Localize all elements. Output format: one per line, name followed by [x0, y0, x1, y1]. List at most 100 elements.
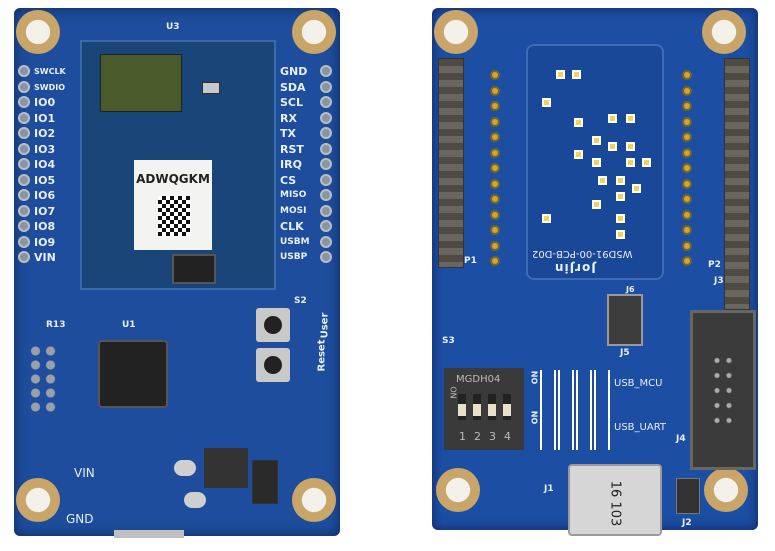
- gold-square-pad: [574, 118, 583, 127]
- gold-square-pad: [608, 142, 617, 151]
- pin-pad: [320, 127, 332, 139]
- pin-header-p2: [724, 58, 750, 310]
- pin-pad: [18, 235, 30, 248]
- gold-square-pad: [592, 136, 601, 145]
- pin-pad: [18, 204, 30, 217]
- pin-pad: [320, 251, 332, 263]
- reset-label: Reset: [316, 339, 328, 372]
- gold-square-pad: [626, 158, 635, 167]
- gold-pad: [490, 178, 500, 189]
- gold-pad: [682, 101, 692, 111]
- dip-slider: [503, 394, 511, 420]
- mounting-hole: [16, 10, 60, 54]
- gold-pad: [490, 209, 500, 220]
- gold-square-pad: [574, 150, 583, 159]
- mounting-hole: [704, 468, 748, 512]
- gold-square-pad: [592, 200, 601, 209]
- pin-pads: [28, 344, 58, 414]
- micro-usb-port[interactable]: 16 103: [568, 464, 662, 536]
- gold-square-pad: [616, 192, 625, 201]
- pin-pad: [18, 111, 30, 124]
- j4-label: J4: [676, 434, 686, 444]
- pin-label: MISO: [280, 190, 307, 200]
- pin-pad: [18, 173, 30, 186]
- regulator: [252, 460, 278, 504]
- gold-pad: [682, 194, 692, 204]
- j2-label: J2: [682, 518, 692, 528]
- mounting-hole: [292, 10, 336, 54]
- dip-number: 1: [459, 430, 466, 443]
- antenna-chip: [100, 54, 182, 112]
- dip-slider: [488, 394, 496, 420]
- on-label-uart: ON: [530, 410, 540, 425]
- solder-pad: [174, 460, 196, 476]
- gold-pad: [490, 256, 500, 266]
- pin-label: IO7: [34, 204, 56, 218]
- gnd-label: GND: [66, 512, 94, 526]
- pin-pad: [18, 158, 30, 170]
- mounting-hole: [16, 478, 60, 522]
- mcu-chip: [98, 340, 168, 408]
- gold-pad: [682, 147, 692, 158]
- gold-pad: [682, 240, 692, 251]
- gold-pad: [490, 132, 500, 142]
- j1-label: J1: [544, 484, 554, 494]
- gold-pad: [490, 70, 500, 80]
- gold-pad: [490, 225, 500, 235]
- vin-label: VIN: [74, 466, 95, 480]
- pin-label: RX: [280, 111, 297, 125]
- dip-slider: [473, 394, 481, 420]
- pin-pad: [320, 158, 332, 170]
- p1-label: P1: [464, 256, 477, 266]
- gold-square-pad: [572, 70, 581, 79]
- pin-label: SWCLK: [34, 67, 66, 76]
- gold-pad: [490, 101, 500, 111]
- gold-pad: [490, 194, 500, 204]
- gold-pad: [682, 256, 692, 266]
- box-header-j4[interactable]: [690, 310, 756, 470]
- mounting-hole: [702, 10, 746, 54]
- pin-label: SDA: [280, 80, 306, 94]
- u3-label: U3: [166, 22, 180, 32]
- crystal: [202, 82, 220, 94]
- s3-label: S3: [442, 336, 455, 346]
- gold-square-pad: [616, 230, 625, 239]
- pin-pad: [320, 111, 332, 124]
- jumper-j2[interactable]: [676, 478, 700, 514]
- right-pcb-board: P1 P2 J3 W5D91-00-PCB-D02 JorJin J6 J5 S…: [432, 8, 758, 536]
- gold-pad: [490, 240, 500, 251]
- on-label-mcu: ON: [530, 370, 540, 385]
- reset-button[interactable]: [256, 308, 290, 342]
- gold-pad: [490, 147, 500, 158]
- user-button[interactable]: [256, 348, 290, 382]
- pin-label: USBM: [280, 236, 310, 247]
- pin-pad: [320, 142, 332, 155]
- pin-pad: [320, 204, 332, 217]
- pin-pad: [18, 127, 30, 139]
- jumper-j6-j5[interactable]: [607, 294, 643, 346]
- gold-pad: [682, 225, 692, 235]
- dip-number: 2: [474, 430, 481, 443]
- gold-pad: [682, 163, 692, 173]
- usb-connector-edge: [114, 530, 184, 538]
- pin-label: GND: [280, 65, 308, 78]
- gold-pad: [682, 178, 692, 189]
- gold-square-pad: [592, 158, 601, 167]
- dip-slider: [458, 394, 466, 420]
- pin-pad: [320, 189, 332, 201]
- gold-square-pad: [608, 114, 617, 123]
- module-chip: [172, 254, 216, 284]
- gold-square-pad: [616, 214, 625, 223]
- pin-pad: [320, 173, 332, 186]
- pin-label: TX: [280, 127, 296, 140]
- pin-label: MOSI: [280, 205, 307, 216]
- pin-label: CS: [280, 173, 297, 187]
- gold-square-pad: [632, 184, 641, 193]
- gold-square-pad: [616, 176, 625, 185]
- pin-pad: [18, 142, 30, 155]
- usb-mcu-label: USB_MCU: [614, 378, 663, 389]
- s2-label: S2: [294, 296, 307, 306]
- pin-pad: [18, 96, 30, 108]
